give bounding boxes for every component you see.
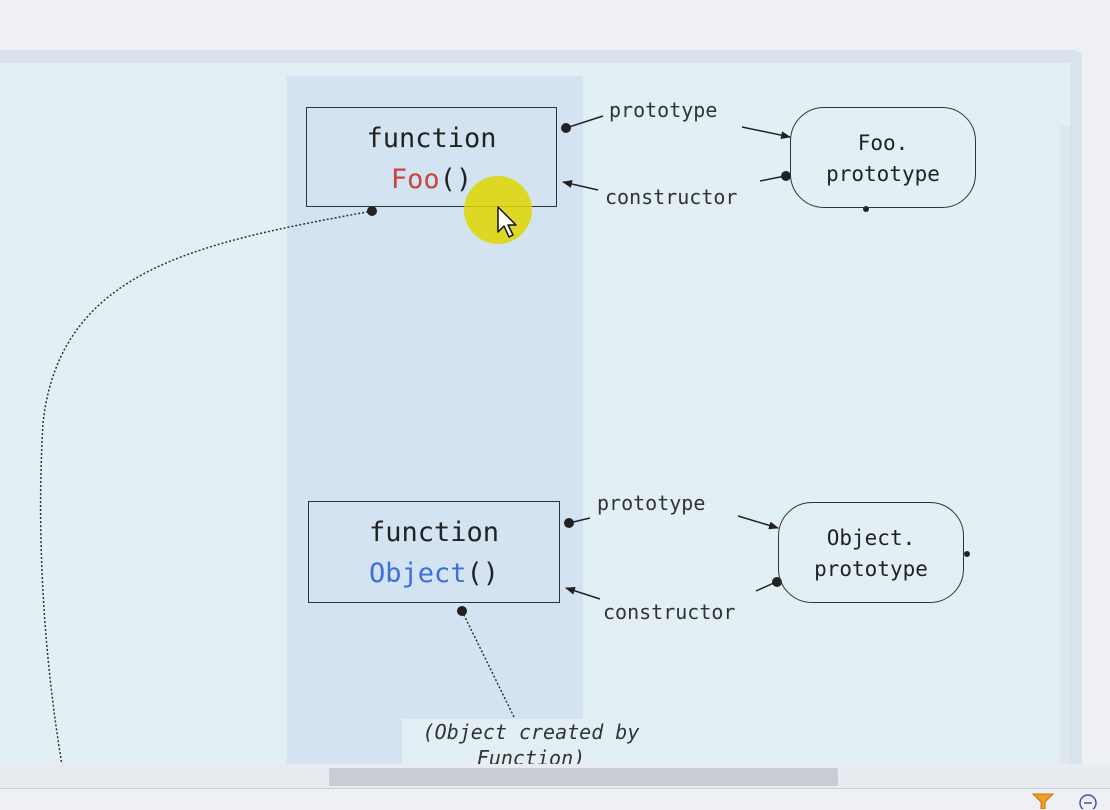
function-keyword: function: [368, 517, 500, 548]
function-parens: (): [466, 558, 500, 589]
object-prototype-line1: Object.: [826, 526, 916, 550]
object-prototype-right-dot: [964, 551, 970, 557]
foo-constructor-arrow: [562, 180, 599, 191]
diagram-edges: [39, 115, 970, 765]
status-bar: [0, 788, 1110, 810]
object-constructor-label: constructor: [600, 600, 739, 624]
object-created-note: (Object created by Function): [402, 719, 660, 765]
object-note-dot: [457, 606, 467, 616]
object-prototype-dot: [564, 518, 574, 528]
function-keyword: function: [366, 123, 497, 154]
foo-prototype-line2: prototype: [826, 162, 940, 186]
foo-constructor-dot: [781, 171, 791, 181]
object-note-edge: [461, 610, 515, 718]
foo-prototype-node: Foo. prototype: [790, 107, 976, 208]
foo-constructor-label: constructor: [602, 185, 741, 209]
foo-prototype-arrow: [741, 126, 791, 140]
filter-icon[interactable]: [1032, 793, 1054, 809]
foo-prototype-label: prototype: [606, 98, 721, 122]
horizontal-scrollbar[interactable]: [0, 764, 1110, 788]
horizontal-scrollbar-thumb[interactable]: [329, 768, 838, 786]
function-parens: (): [439, 164, 473, 195]
highlighted-column: [287, 76, 583, 765]
foo-prototype-edge: [565, 115, 604, 129]
function-foo-box: function Foo(): [306, 107, 557, 207]
note-line2: Function): [476, 746, 586, 765]
function-name-object: Object: [368, 558, 467, 589]
frame-right-border: [1060, 126, 1070, 765]
object-prototype-label: prototype: [594, 491, 709, 515]
foo-long-dashed-edge: [39, 210, 373, 765]
diagram-canvas: function Foo() function Object() Foo. pr…: [0, 63, 1070, 765]
foo-long-edge-dot: [367, 206, 377, 216]
zoom-out-icon[interactable]: [1078, 793, 1100, 809]
note-line1: (Object created by: [422, 720, 640, 744]
function-object-box: function Object(): [308, 501, 560, 603]
foo-constructor-edge: [759, 175, 786, 182]
mouse-pointer-icon: [497, 206, 517, 238]
foo-prototype-dot: [561, 123, 571, 133]
object-prototype-node: Object. prototype: [778, 502, 964, 603]
foo-prototype-line1: Foo.: [857, 131, 909, 155]
object-prototype-line2: prototype: [814, 557, 928, 581]
object-prototype-arrow: [737, 515, 779, 530]
object-constructor-arrow: [565, 586, 601, 600]
function-name-foo: Foo: [390, 164, 440, 195]
